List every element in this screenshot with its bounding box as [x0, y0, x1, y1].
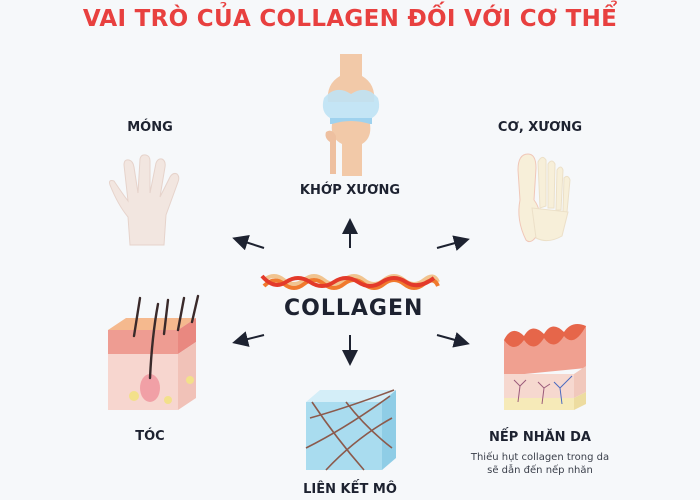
hand-icon	[109, 154, 180, 246]
arrow-to-muscle-bone	[436, 235, 470, 251]
node-label-tissue: LIÊN KẾT MÔ	[303, 482, 397, 497]
foot-bones-icon	[517, 153, 571, 243]
skin-wrinkle-icon	[504, 324, 586, 410]
node-label-nail: MÓNG	[127, 120, 173, 135]
arrow-to-wrinkles	[436, 332, 470, 348]
hair-follicle-icon	[108, 294, 200, 410]
node-label-hair: TÓC	[135, 429, 165, 444]
arrow-to-nail	[232, 235, 265, 251]
node-label-wrinkles: NẾP NHĂN DA	[489, 430, 591, 445]
wrinkles-description-line1: Thiếu hụt collagen trong da	[470, 452, 610, 463]
arrow-to-hair	[232, 331, 265, 347]
collagen-fiber-icon	[260, 274, 440, 290]
wrinkles-description-line2: sẽ dẫn đến nếp nhăn	[487, 465, 593, 476]
page-title: VAI TRÒ CỦA COLLAGEN ĐỐI VỚI CƠ THỂ	[82, 6, 618, 32]
node-label-joint: KHỚP XƯƠNG	[299, 183, 401, 198]
node-label-muscle-bone: CƠ, XƯƠNG	[497, 120, 583, 135]
center-label: COLLAGEN	[284, 296, 424, 321]
connective-tissue-cube-icon	[305, 389, 396, 471]
knee-joint-icon	[322, 54, 380, 176]
